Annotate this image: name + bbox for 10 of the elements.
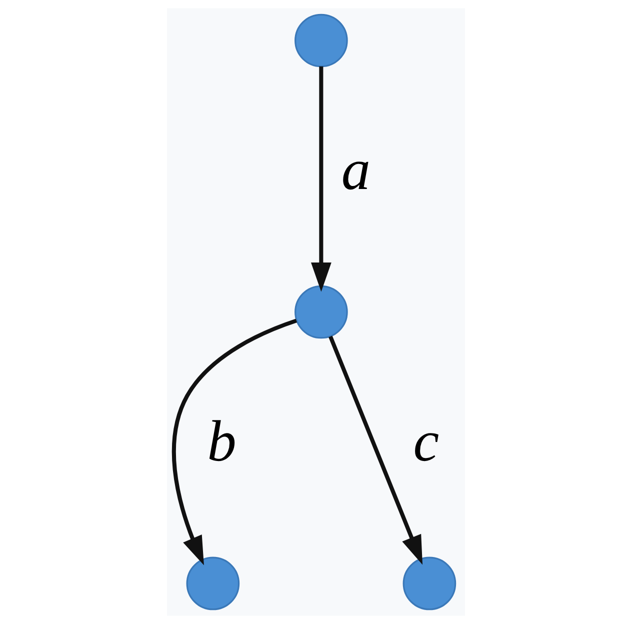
arrow	[172, 318, 298, 566]
arrow	[328, 336, 423, 565]
edge-label: b	[207, 408, 236, 474]
arrow	[310, 66, 332, 292]
node-circle	[186, 556, 240, 610]
node-circle	[294, 285, 348, 339]
node-circle	[294, 14, 348, 68]
edge-label: c	[413, 408, 440, 474]
node-circle	[402, 556, 456, 610]
edge-label: a	[341, 136, 370, 202]
